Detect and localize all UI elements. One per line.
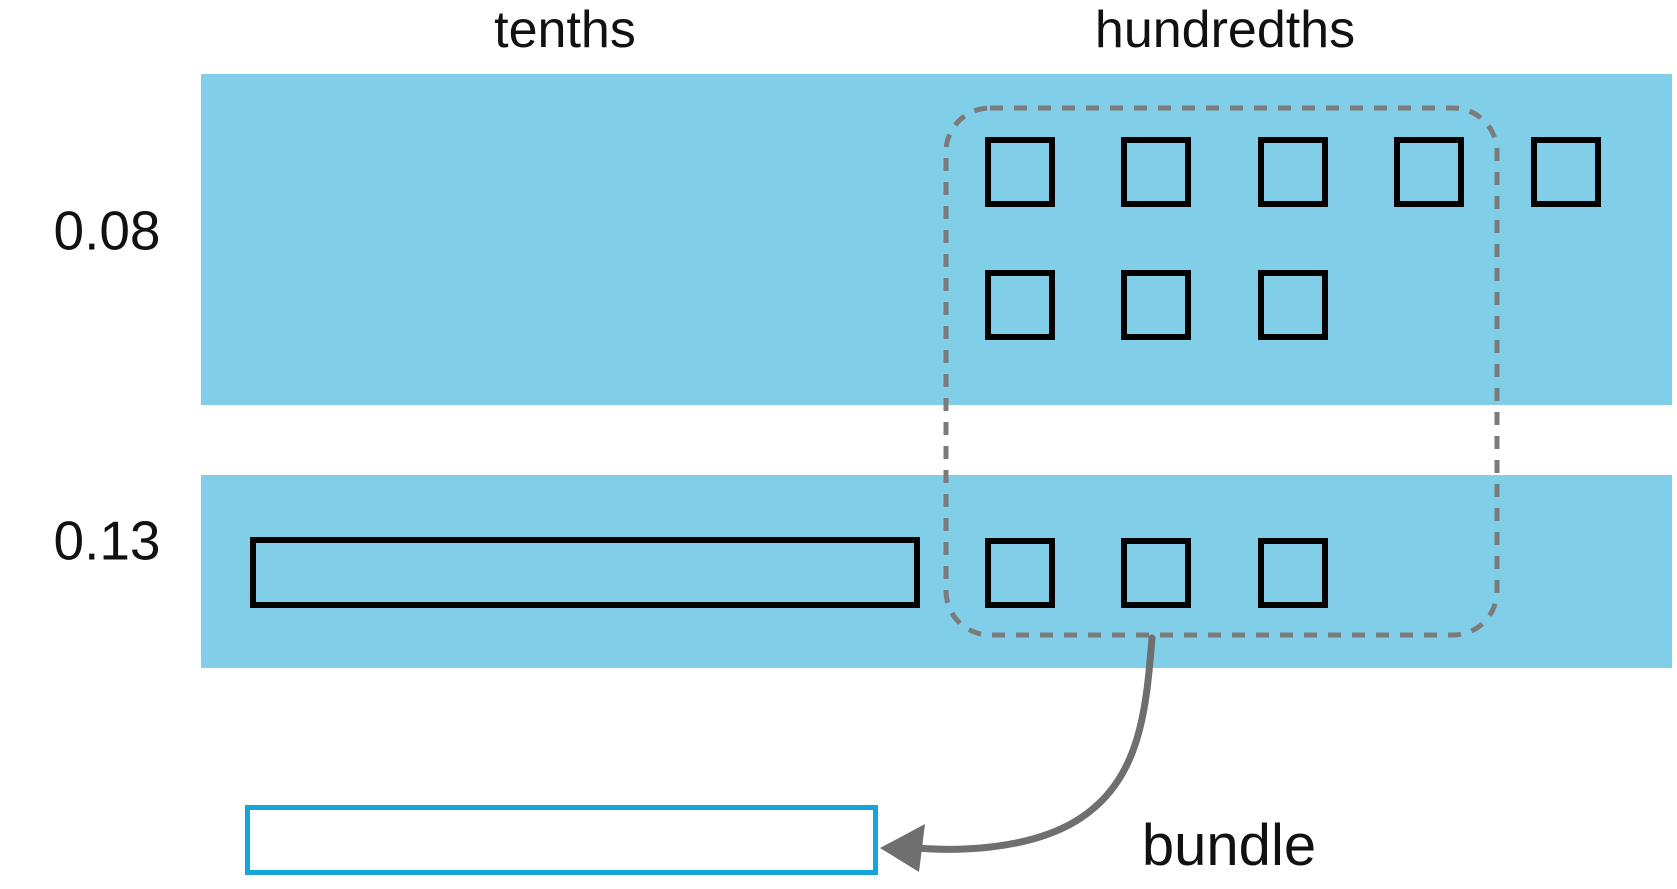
tenth-rod [250, 537, 920, 608]
hundredth-square [1258, 538, 1328, 608]
bundle-arrow-head [880, 824, 925, 872]
hundredth-square [1121, 270, 1191, 340]
column-header-tenths: tenths [494, 1, 636, 59]
column-header-hundredths: hundredths [1094, 1, 1356, 59]
hundredth-square [985, 538, 1055, 608]
hundredth-square [985, 270, 1055, 340]
hundredth-square [1531, 137, 1601, 207]
hundredth-square [1258, 137, 1328, 207]
row-label-008: 0.08 [53, 199, 161, 262]
value-band-008 [201, 74, 1672, 405]
hundredth-square [1258, 270, 1328, 340]
hundredth-square [985, 137, 1055, 207]
row-label-013: 0.13 [53, 509, 161, 572]
hundredth-square [1394, 137, 1464, 207]
bundle-label: bundle [1141, 813, 1317, 878]
bundle-arrow-curve [902, 634, 1156, 853]
hundredth-square [1121, 137, 1191, 207]
bundle-target-rect [245, 805, 878, 875]
hundredth-square [1121, 538, 1191, 608]
